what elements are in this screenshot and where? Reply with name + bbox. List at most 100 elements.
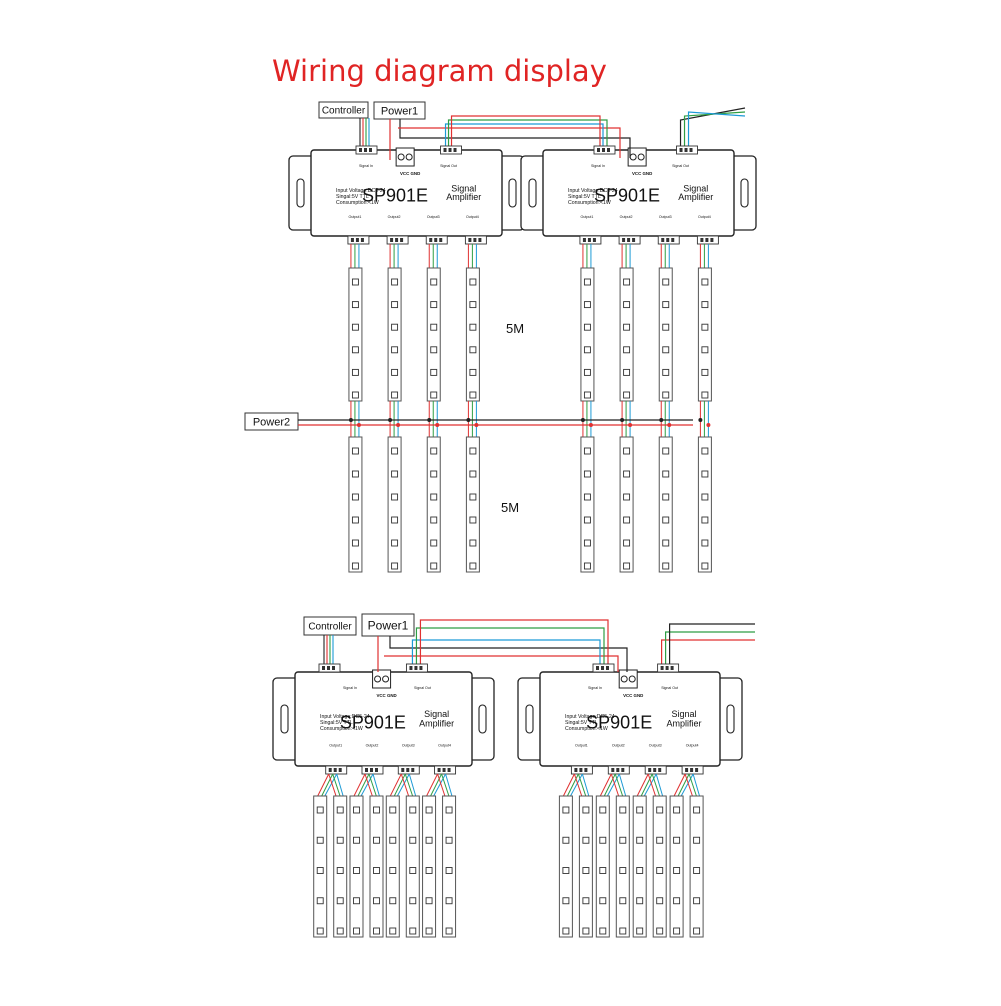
led-chip xyxy=(425,836,433,844)
output-connector-pin xyxy=(369,768,373,772)
spec-line-2: Singal:5V TTL xyxy=(336,194,369,200)
signal-out-connector-2-pin xyxy=(665,666,669,670)
led-chip xyxy=(391,539,399,547)
output-connector xyxy=(570,765,593,775)
led-chip xyxy=(336,867,344,874)
output-connector xyxy=(425,235,448,245)
link-wire-green xyxy=(415,627,605,664)
spec-line-1: Input Voltage:DC5-24 xyxy=(336,188,386,194)
led-chip xyxy=(316,836,324,844)
led-chip xyxy=(701,470,709,478)
led-chip xyxy=(373,867,380,874)
output-wire-crossed xyxy=(408,773,417,799)
signal-out-connector-2-pin xyxy=(684,148,688,152)
led-chip xyxy=(336,927,344,935)
output-connector-pin xyxy=(574,768,578,772)
power1-wire-red-branch xyxy=(384,655,619,672)
led-chip xyxy=(636,897,644,905)
output-connector-pin xyxy=(350,238,354,242)
led-chip xyxy=(391,493,399,501)
led-strip-lower xyxy=(387,436,402,573)
led-chip xyxy=(562,867,570,874)
led-chip xyxy=(583,539,591,547)
output-wire-crossed xyxy=(352,773,366,799)
led-chip xyxy=(562,836,570,844)
led-chip xyxy=(656,806,664,814)
output-label-4: Output4 xyxy=(466,215,479,219)
output-connector-pin xyxy=(695,768,699,772)
junction-dot xyxy=(388,418,393,422)
diagram-title: Wiring diagram display xyxy=(272,54,607,88)
output-connector-pin xyxy=(338,768,342,772)
led-strip-lower-body xyxy=(387,436,402,573)
led-strip-body xyxy=(558,795,573,938)
output-connector-pin xyxy=(437,768,441,772)
output-connector-pin xyxy=(442,768,446,772)
led-chip xyxy=(619,806,627,814)
link-wire-blue xyxy=(444,123,604,150)
spec-line-2: Singal:5V TTL xyxy=(320,720,353,726)
power1-label-top: Power1 xyxy=(373,101,426,120)
model-name: SP901E xyxy=(362,186,428,206)
led-chip xyxy=(693,836,701,844)
mount-slot-left xyxy=(296,178,305,208)
power1-label-bottom-text: Power1 xyxy=(368,618,409,632)
out-wire xyxy=(687,111,746,150)
led-chip xyxy=(469,562,477,570)
output-connector-pin xyxy=(478,238,482,242)
led-chip xyxy=(623,391,631,399)
led-chip xyxy=(353,927,360,935)
terminal-screw xyxy=(397,153,405,161)
led-chip xyxy=(351,346,359,354)
product-name-line-2: Amplifier xyxy=(419,719,454,729)
output-wire-crossed xyxy=(356,773,370,799)
led-chip xyxy=(583,516,591,524)
output-connector-pin xyxy=(582,238,586,242)
led-strip-body xyxy=(669,795,684,938)
power-terminal xyxy=(618,669,638,689)
led-chip xyxy=(599,867,607,874)
length-label-upper: 5M xyxy=(506,321,524,336)
led-strip-body xyxy=(689,795,704,938)
led-chip xyxy=(701,346,709,354)
spec-line-3: Consumption:<1W xyxy=(568,200,611,206)
output-connector-pin xyxy=(468,238,472,242)
output-connector-pin xyxy=(406,768,410,772)
led-strip-upper-body xyxy=(697,267,712,402)
led-chip xyxy=(583,447,591,455)
output-wire-crossed xyxy=(429,773,443,799)
led-strip xyxy=(385,795,400,938)
signal-in-connector-2-pin xyxy=(602,148,605,152)
junction-dot xyxy=(698,418,703,422)
led-chip xyxy=(623,516,631,524)
led-chip xyxy=(623,368,631,376)
output-connector-pin xyxy=(355,238,359,242)
led-strip xyxy=(652,795,667,938)
led-strip xyxy=(558,795,573,938)
led-strip-body xyxy=(349,795,364,938)
led-chip xyxy=(469,346,477,354)
led-chip xyxy=(583,278,591,286)
led-strip xyxy=(632,795,647,938)
power2-label-frame xyxy=(244,412,299,431)
terminal-screw xyxy=(382,675,390,683)
output-wire-crossed xyxy=(445,773,454,799)
led-strip-lower xyxy=(426,436,441,573)
led-chip xyxy=(391,323,399,331)
model-name: SP901E xyxy=(586,712,652,732)
led-strip-body xyxy=(595,795,610,938)
led-chip xyxy=(636,836,644,844)
led-chip xyxy=(425,927,433,935)
led-chip xyxy=(583,323,591,331)
output-connector-pin xyxy=(632,238,636,242)
led-strip-lower xyxy=(658,436,673,573)
output-connector-pin xyxy=(592,238,596,242)
led-chip xyxy=(562,897,570,905)
output-connector-pin xyxy=(627,238,631,242)
led-strip-body xyxy=(369,795,384,938)
mount-slot-left xyxy=(525,704,534,734)
led-chip xyxy=(445,806,453,814)
led-chip xyxy=(430,346,438,354)
power1-wire-black xyxy=(389,636,628,672)
led-strip-upper xyxy=(619,267,634,402)
